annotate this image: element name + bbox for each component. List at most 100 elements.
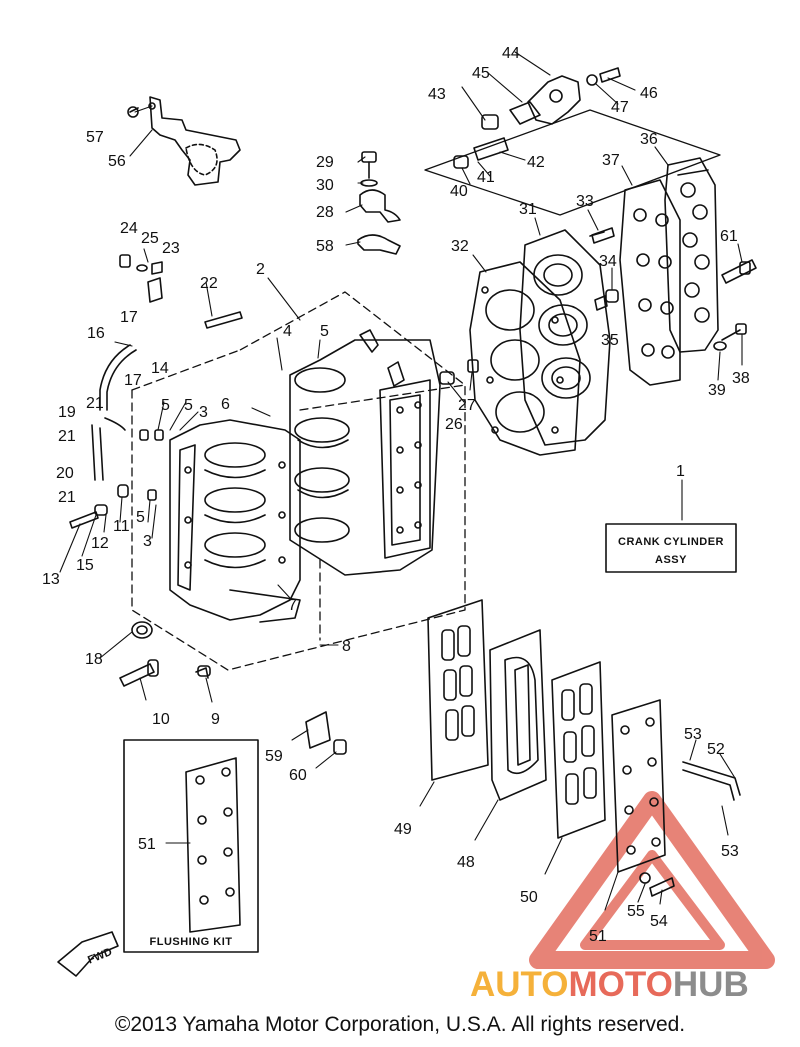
leader-lines: [59, 51, 743, 911]
copyright-notice: ©2013 Yamaha Motor Corporation, U.S.A. A…: [114, 1013, 686, 1036]
crankcase-half-icon: [169, 419, 301, 623]
head-cover-icon: [664, 157, 719, 353]
callout-17: 17: [124, 372, 142, 389]
exhaust-plate-48-icon: [489, 629, 547, 801]
callout-28: 28: [316, 204, 334, 221]
callout-44: 44: [502, 45, 520, 62]
hose-parts-icon: [69, 344, 211, 687]
callout-14: 14: [151, 360, 169, 377]
callout-7: 7: [288, 597, 297, 614]
exhaust-gasket-49-icon: [427, 599, 489, 781]
callout-32: 32: [451, 238, 469, 255]
callout-27: 27: [458, 397, 476, 414]
flushing-kit-box: [123, 739, 259, 953]
callout-13: 13: [42, 571, 60, 588]
fwd-label: FWD: [86, 946, 114, 967]
callout-58: 58: [316, 238, 334, 255]
callout-55: 55: [627, 903, 645, 920]
callout-29: 29: [316, 154, 334, 171]
callout-35: 35: [601, 332, 619, 349]
spark-plug-icon: [589, 231, 757, 351]
bracket-59-icon: [305, 711, 347, 755]
callout-11: 11: [113, 518, 130, 535]
callout-51: 51: [589, 928, 607, 945]
fwd-arrow-icon: [57, 931, 119, 977]
callout-17: 17: [120, 309, 138, 326]
callout-49: 49: [394, 821, 412, 838]
title-box: [605, 523, 737, 573]
callout-18: 18: [85, 651, 103, 668]
cylinder-head-icon: [519, 227, 619, 446]
callout-31: 31: [519, 201, 537, 218]
callout-40: 40: [450, 183, 468, 200]
bracket-part-icon: [127, 96, 241, 186]
cylinder-block-icon: [289, 329, 441, 576]
callout-37: 37: [602, 152, 620, 169]
bolt-54-icon: [639, 872, 675, 897]
callout-19: 19: [58, 404, 76, 421]
callout-5: 5: [161, 397, 170, 414]
callout-5: 5: [320, 323, 329, 340]
watermark-auto: AUTO: [470, 965, 569, 1004]
callout-36: 36: [640, 131, 658, 148]
callout-48: 48: [457, 854, 475, 871]
svg-text:AUTOMOTOHUB: AUTOMOTOHUB: [470, 965, 749, 1004]
callout-6: 6: [221, 396, 230, 413]
callout-8: 8: [342, 638, 351, 655]
callout-61: 61: [720, 228, 738, 245]
callout-21: 21: [58, 489, 76, 506]
title-box-line2: ASSY: [655, 554, 687, 566]
callout-16: 16: [87, 325, 105, 342]
callout-53: 53: [721, 843, 739, 860]
watermark-hub: HUB: [673, 965, 749, 1004]
callout-33: 33: [576, 193, 594, 210]
callout-5: 5: [136, 509, 145, 526]
sensor-parts-icon: [439, 359, 479, 385]
flushing-kit-label: FLUSHING KIT: [150, 936, 233, 948]
callout-15: 15: [76, 557, 94, 574]
callout-51: 51: [138, 836, 156, 853]
callout-38: 38: [732, 370, 750, 387]
hose-52-icon: [682, 761, 741, 801]
callout-47: 47: [611, 99, 629, 116]
callout-21: 21: [58, 428, 76, 445]
callout-9: 9: [211, 711, 220, 728]
callout-22: 22: [200, 275, 218, 292]
callout-54: 54: [650, 913, 668, 930]
watermark-logo: AUTOMOTOHUB: [470, 965, 749, 1004]
callout-59: 59: [265, 748, 283, 765]
callout-46: 46: [640, 85, 658, 102]
head-cover-gasket-icon: [619, 179, 681, 386]
exhaust-gasket-50-icon: [551, 661, 606, 839]
assembly-outline: [131, 291, 466, 671]
callout-53: 53: [684, 726, 702, 743]
callout-50: 50: [520, 889, 538, 906]
callout-2: 2: [256, 261, 265, 278]
callout-30: 30: [316, 177, 334, 194]
callout-34: 34: [599, 253, 617, 270]
callout-45: 45: [472, 65, 490, 82]
callout-42: 42: [527, 154, 545, 171]
callout-21: 21: [86, 395, 104, 412]
callout-41: 41: [477, 169, 495, 186]
callout-60: 60: [289, 767, 307, 784]
callout-4: 4: [283, 323, 292, 340]
callout-52: 52: [707, 741, 725, 758]
callout-1: 1: [676, 463, 685, 480]
head-gasket-icon: [469, 261, 581, 456]
callout-5: 5: [184, 397, 193, 414]
watermark-triangle-icon: [529, 791, 775, 969]
callout-23: 23: [162, 240, 180, 257]
callout-3: 3: [143, 533, 152, 550]
exhaust-cover-51-icon: [611, 699, 666, 873]
callout-43: 43: [428, 86, 446, 103]
callout-labels: 1 2 3 3 4 5 5 5 5 6 7 8 9 10 11 12 13 14…: [42, 45, 750, 945]
watermark-moto: MOTO: [569, 965, 673, 1004]
stud-part-icon: [119, 254, 243, 329]
clamp-parts-icon: [357, 151, 401, 255]
callout-39: 39: [708, 382, 726, 399]
callout-3: 3: [199, 404, 208, 421]
callout-25: 25: [141, 230, 159, 247]
callout-26: 26: [445, 416, 463, 433]
